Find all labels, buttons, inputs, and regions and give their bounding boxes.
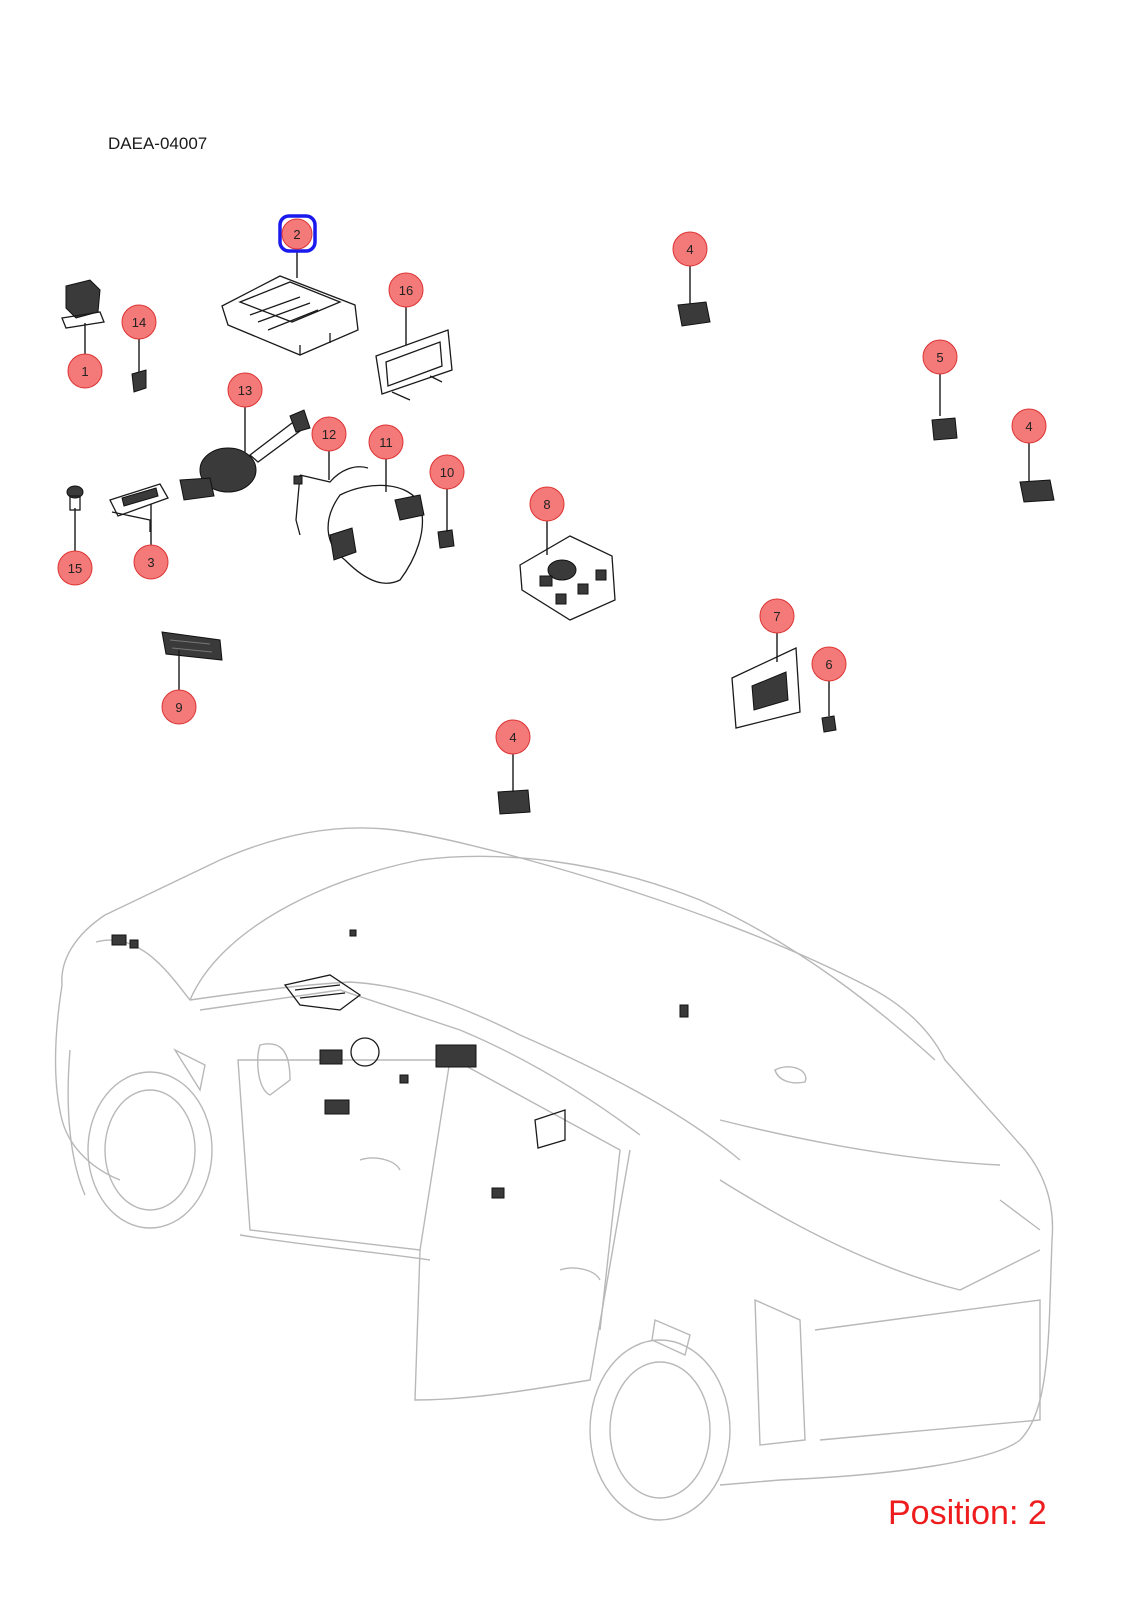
svg-text:8: 8 [543,497,550,512]
part-2-body-control-module [221,275,359,356]
svg-text:13: 13 [238,383,252,398]
svg-text:4: 4 [1025,419,1032,434]
vehicle-outline [54,827,1054,1521]
diagram-code: DAEA-04007 [108,134,208,153]
svg-text:5: 5 [936,350,943,365]
callouts: 1 2 3 4 4 4 5 6 7 8 9 10 11 12 13 14 15 … [57,214,1047,755]
part-5-switch [931,417,958,441]
part-4-switch-upper [677,301,711,327]
callout-11[interactable]: 11 [368,424,404,460]
part-9-window-switch [161,631,223,661]
part-10-sensor [437,529,455,549]
svg-text:6: 6 [825,657,832,672]
callout-1[interactable]: 1 [67,353,103,389]
part-12-cable [293,466,369,536]
callout-16[interactable]: 16 [388,272,424,308]
part-11-steering-wheel-switches [327,484,425,584]
svg-text:9: 9 [175,700,182,715]
callout-12[interactable]: 12 [311,416,347,452]
callout-3[interactable]: 3 [133,544,169,580]
callout-6[interactable]: 6 [811,646,847,682]
part-7-panel [731,647,801,729]
svg-text:4: 4 [686,242,693,257]
callout-4-upper[interactable]: 4 [672,231,708,267]
svg-text:2: 2 [293,227,300,242]
part-15-plug [66,485,84,511]
svg-text:11: 11 [379,435,393,450]
part-16-cluster-panel [375,329,453,401]
callout-leader-lines [74,250,1030,792]
callout-4-right[interactable]: 4 [1011,408,1047,444]
svg-text:15: 15 [68,561,82,576]
callout-8[interactable]: 8 [529,486,565,522]
installed-parts-on-vehicle [111,929,689,1199]
selected-callout-highlight [278,214,317,253]
svg-text:1: 1 [81,364,88,379]
svg-text:12: 12 [322,427,336,442]
part-1-sensor [61,279,105,329]
callout-15[interactable]: 15 [57,550,93,586]
callout-5[interactable]: 5 [922,339,958,375]
part-4-switch-lower [497,789,531,815]
callout-7[interactable]: 7 [759,598,795,634]
callout-4-lower[interactable]: 4 [495,719,531,755]
svg-text:3: 3 [147,555,154,570]
svg-text:10: 10 [440,465,454,480]
svg-text:16: 16 [399,283,413,298]
callout-2[interactable]: 2 [281,218,313,250]
position-label: Position: 2 [888,1494,1047,1532]
part-13-combination-switch [179,409,311,501]
part-4-switch-right [1019,479,1055,503]
part-3-switch-panel [109,483,169,532]
part-6-switch [821,715,837,733]
callout-14[interactable]: 14 [121,304,157,340]
callout-13[interactable]: 13 [227,372,263,408]
callout-10[interactable]: 10 [429,454,465,490]
svg-text:7: 7 [773,609,780,624]
part-8-control-panel [519,535,616,621]
svg-text:4: 4 [509,730,516,745]
part-14-switch [131,369,147,393]
callout-9[interactable]: 9 [161,689,197,725]
svg-text:14: 14 [132,315,146,330]
